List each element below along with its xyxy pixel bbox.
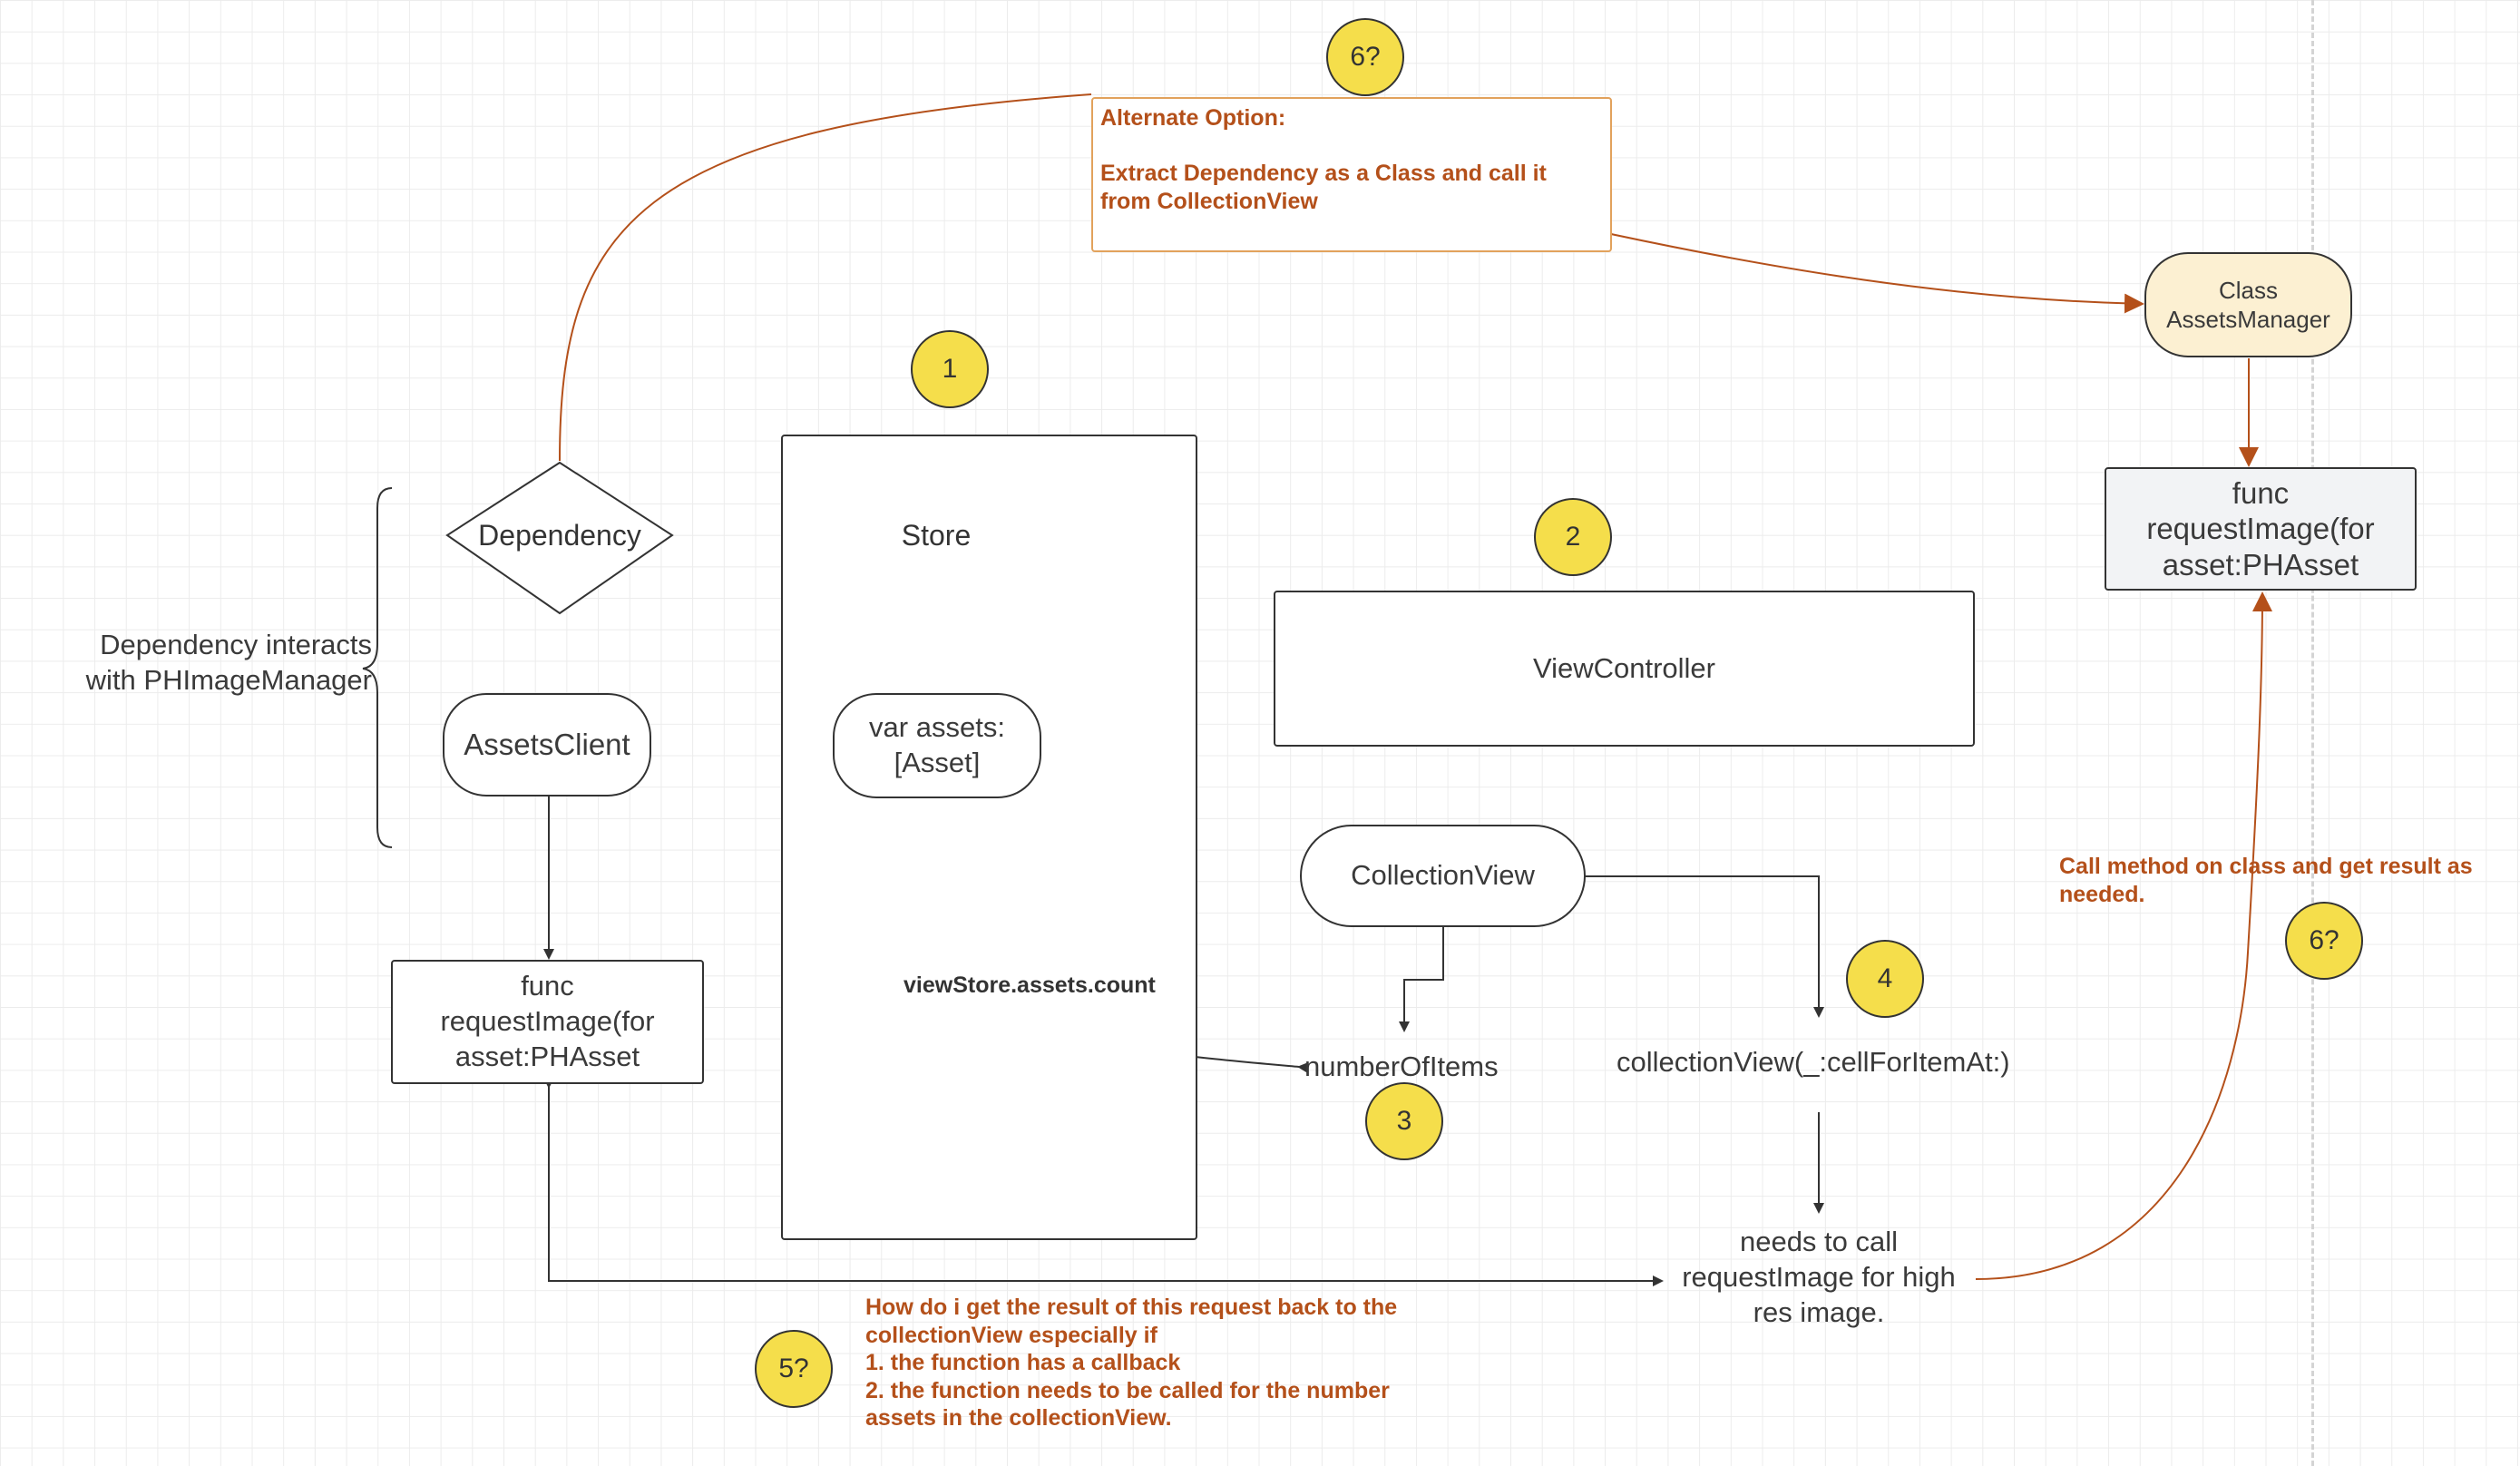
request-image-right-label: func requestImage(for asset:PHAsset: [2146, 475, 2375, 582]
brace-label: Dependency interacts with PHImageManager: [85, 629, 372, 696]
view-controller-label: ViewController: [1532, 651, 1715, 684]
alternate-option-text: Alternate Option: Extract Dependency as …: [1100, 105, 1547, 214]
view-controller: ViewController: [1274, 591, 1975, 747]
badge-5: 5?: [755, 1330, 833, 1408]
collection-to-cell-arrow: [1585, 875, 1824, 1018]
assets-client-label: AssetsClient: [464, 728, 630, 762]
dependency-label: Dependency: [478, 518, 641, 552]
call-method-note: Call method on class and get result as n…: [2059, 854, 2473, 907]
assets-client: AssetsClient: [443, 693, 651, 797]
request-image-right: func requestImage(for asset:PHAsset: [2105, 467, 2417, 591]
assets-count-label: viewStore.assets.count: [903, 972, 1156, 998]
dependency-to-note-connector: [559, 93, 1092, 462]
request-image-left-label: func requestImage(for asset:PHAsset: [440, 970, 655, 1072]
store-label: Store: [901, 518, 972, 552]
question-note: How do i get the result of this request …: [865, 1295, 1398, 1431]
var-assets: var assets: [Asset]: [833, 693, 1041, 798]
note-to-assets-manager-arrow: [1610, 233, 2144, 314]
needs-to-call-label: needs to call requestImage for high res …: [1682, 1226, 1956, 1328]
badge-3: 3: [1365, 1082, 1443, 1160]
collection-to-number-arrow: [1399, 927, 1444, 1032]
badge-6-right: 6?: [2285, 902, 2363, 980]
grouping-brace: [362, 487, 393, 848]
class-assets-manager-label: Class AssetsManager: [2166, 276, 2330, 334]
request-image-left: func requestImage(for asset:PHAsset: [391, 960, 704, 1084]
cell-for-item-label: collectionView(_:cellForItemAt:): [1617, 1046, 2010, 1078]
collection-view-label: CollectionView: [1351, 859, 1535, 892]
collection-view: CollectionView: [1300, 825, 1586, 927]
var-assets-label: var assets: [Asset]: [869, 711, 1005, 778]
alternate-option-note: Alternate Option: Extract Dependency as …: [1091, 97, 1612, 252]
request-to-needs-connector: [543, 1078, 1664, 1286]
badge-1: 1: [911, 330, 989, 408]
number-of-items-label: numberOfItems: [1304, 1051, 1499, 1082]
class-assets-manager: Class AssetsManager: [2144, 252, 2352, 357]
store-container: [781, 435, 1197, 1240]
badge-2: 2: [1534, 498, 1612, 576]
badge-6-top: 6?: [1326, 18, 1404, 96]
badge-4: 4: [1846, 940, 1924, 1018]
dependency-diamond: [445, 461, 674, 615]
needs-to-right-request-arrow: [1975, 591, 2272, 1280]
grid-divider: [2311, 0, 2314, 1466]
